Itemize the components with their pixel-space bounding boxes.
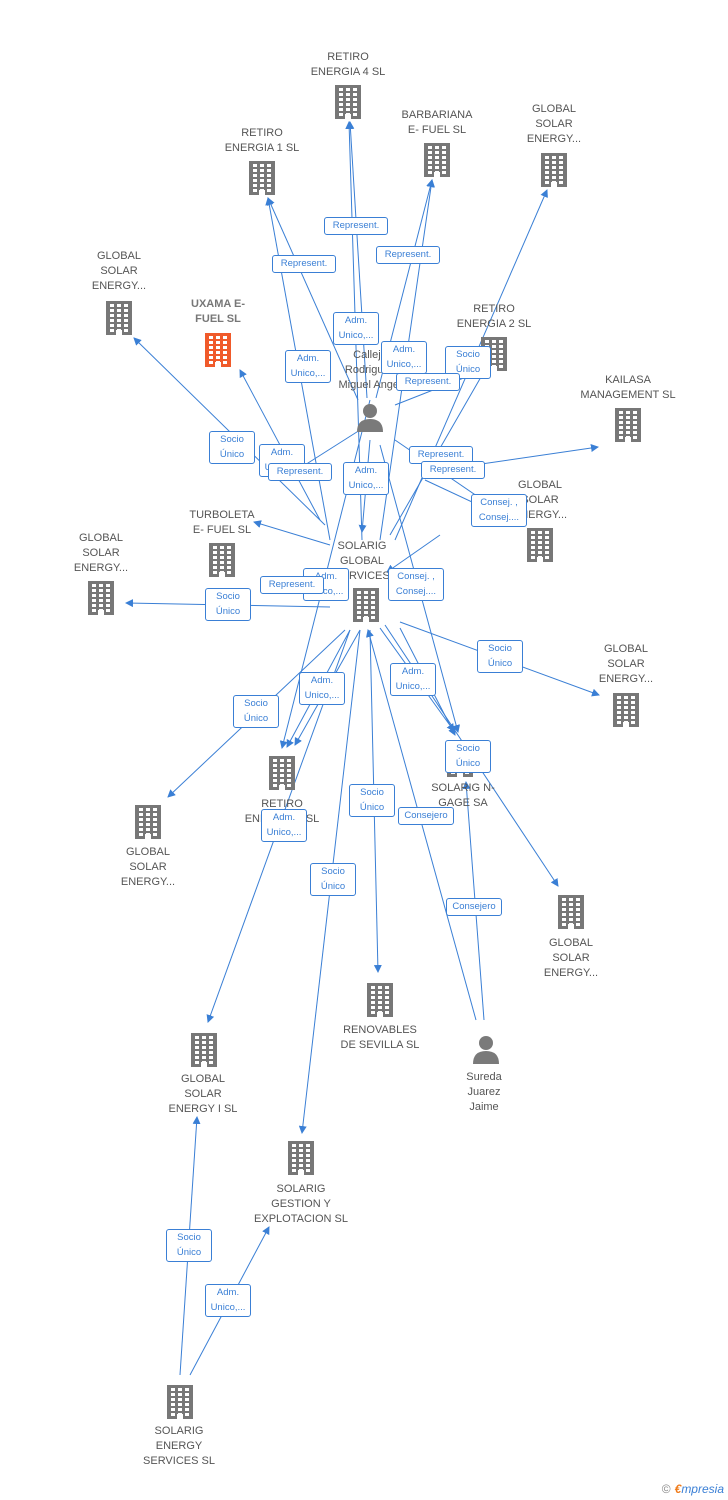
node-label-barbariana[interactable]: BARBARIANA E- FUEL SL — [401, 109, 473, 136]
edge-label[interactable]: Socio Único — [349, 783, 395, 817]
node-label-retiro4[interactable]: RETIRO ENERGIA 4 SL — [310, 51, 386, 78]
relation-edge — [346, 121, 368, 399]
node-label-energy_services[interactable]: SOLARIG ENERGY SERVICES SL — [143, 1425, 215, 1467]
edge-label[interactable]: Represent. — [272, 255, 336, 273]
relation-edge — [267, 197, 359, 401]
node-label-gse_top_right[interactable]: GLOBAL SOLAR ENERGY... — [526, 103, 582, 145]
empresia-footer: ©€mpresia — [662, 1482, 724, 1496]
node-label-retiro2[interactable]: RETIRO ENERGIA 2 SL — [456, 303, 532, 330]
node-label-turboleta[interactable]: TURBOLETA E- FUEL SL — [189, 509, 255, 536]
building-icon[interactable] — [269, 756, 295, 790]
node-label-gestion[interactable]: SOLARIG GESTION Y EXPLOTACION SL — [254, 1183, 348, 1225]
edge-label[interactable]: Adm. Unico,... — [285, 349, 331, 383]
edge-label[interactable]: Adm. Unico,... — [205, 1283, 251, 1317]
edge-label[interactable]: Adm. Unico,... — [381, 340, 427, 374]
building-icon[interactable] — [209, 543, 235, 577]
relation-edge — [253, 520, 331, 546]
edge-label[interactable]: Socio Único — [166, 1228, 212, 1262]
building-icon[interactable] — [615, 408, 641, 442]
brand-text: mpresia — [681, 1482, 724, 1496]
building-icon[interactable] — [367, 983, 393, 1017]
edge-label[interactable]: Socio Único — [310, 862, 356, 896]
building-icon[interactable] — [558, 895, 584, 929]
person-icon[interactable] — [357, 404, 383, 432]
edge-label[interactable]: Socio Único — [477, 639, 523, 673]
edge-label[interactable]: Socio Único — [233, 694, 279, 728]
building-icon[interactable] — [527, 528, 553, 562]
edge-label[interactable]: Adm. Unico,... — [333, 311, 379, 345]
node-label-renovables[interactable]: RENOVABLES DE SEVILLA SL — [340, 1024, 420, 1051]
building-icon[interactable] — [613, 693, 639, 727]
edge-label[interactable]: Socio Único — [445, 739, 491, 773]
building-icon[interactable] — [88, 581, 114, 615]
node-label-kailasa[interactable]: KAILASA MANAGEMENT SL — [580, 374, 676, 401]
node-label-uxama[interactable]: UXAMA E- FUEL SL — [191, 298, 245, 325]
relation-edge — [366, 629, 477, 1021]
node-label-nage[interactable]: SOLARIG N- GAGE SA — [431, 782, 495, 809]
edge-label[interactable]: Adm. Unico,... — [261, 808, 307, 842]
node-label-retiro1[interactable]: RETIRO ENERGIA 1 SL — [224, 127, 300, 154]
relation-edge — [386, 534, 441, 573]
building-icon[interactable] — [106, 301, 132, 335]
edge-label[interactable]: Consej. , Consej.... — [471, 493, 527, 527]
building-icon[interactable] — [191, 1033, 217, 1067]
building-icon[interactable] — [288, 1141, 314, 1175]
brand-e: € — [674, 1482, 682, 1496]
person-icon[interactable] — [473, 1036, 499, 1064]
node-label-gse_left_top[interactable]: GLOBAL SOLAR ENERGY... — [91, 250, 147, 292]
edge-label[interactable]: Represent. — [421, 461, 485, 479]
node-label-sureda[interactable]: Sureda Juarez Jaime — [466, 1071, 502, 1113]
building-icon[interactable] — [541, 153, 567, 187]
edge-label[interactable]: Socio Único — [209, 430, 255, 464]
edge-label[interactable]: Consej. , Consej.... — [388, 567, 444, 601]
node-label-gse_left_mid[interactable]: GLOBAL SOLAR ENERGY... — [73, 532, 129, 574]
edge-label[interactable]: Adm. Unico,... — [299, 671, 345, 705]
edge-label[interactable]: Represent. — [268, 463, 332, 481]
highlighted-building-icon[interactable] — [205, 333, 231, 367]
edge-label[interactable]: Adm. Unico,... — [390, 662, 436, 696]
edge-label[interactable]: Represent. — [260, 576, 324, 594]
copyright-symbol: © — [661, 1482, 671, 1496]
edge-label[interactable]: Consejero — [446, 898, 502, 916]
edge-label[interactable]: Represent. — [376, 246, 440, 264]
node-label-gse_i[interactable]: GLOBAL SOLAR ENERGY I SL — [168, 1073, 238, 1115]
building-icon[interactable] — [335, 85, 361, 119]
building-icon[interactable] — [424, 143, 450, 177]
edge-label[interactable]: Socio Único — [205, 587, 251, 621]
building-icon[interactable] — [249, 161, 275, 195]
edge-label[interactable]: Represent. — [396, 373, 460, 391]
node-label-gse_left_low[interactable]: GLOBAL SOLAR ENERGY... — [120, 846, 176, 888]
edge-label[interactable]: Consejero — [398, 807, 454, 825]
edge-label[interactable]: Adm. Unico,... — [343, 461, 389, 495]
edge-label[interactable]: Represent. — [324, 217, 388, 235]
building-icon[interactable] — [135, 805, 161, 839]
node-label-gse_right_bottom[interactable]: GLOBAL SOLAR ENERGY... — [543, 937, 599, 979]
building-icon[interactable] — [353, 588, 379, 622]
building-icon[interactable] — [167, 1385, 193, 1419]
node-label-gse_right_low[interactable]: GLOBAL SOLAR ENERGY... — [598, 643, 654, 685]
